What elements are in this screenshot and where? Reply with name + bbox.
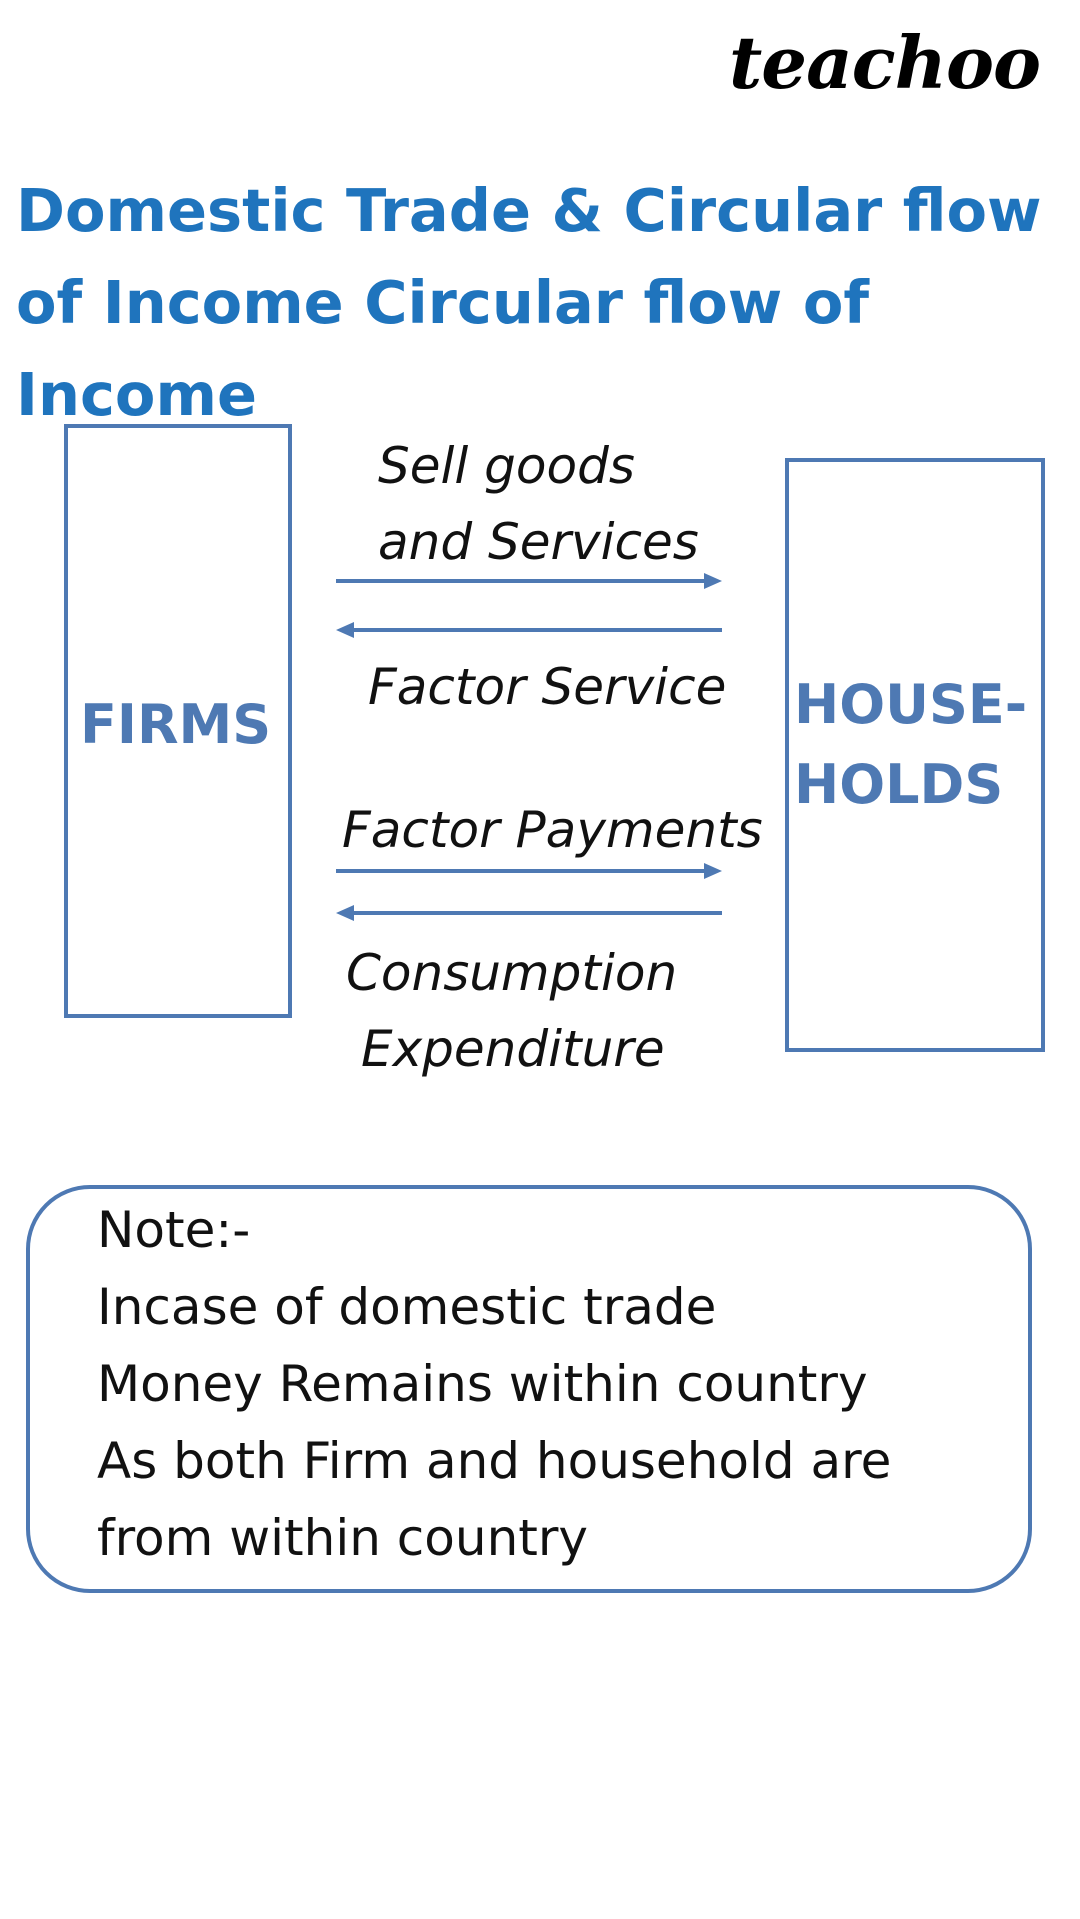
households-box (785, 458, 1045, 1052)
consumption-line-2: Expenditure (361, 1020, 665, 1078)
sell-goods-line-2: and Services (378, 513, 699, 571)
households-label-line-1: HOUSE- (794, 673, 1028, 736)
factor-payments-label: Factor Payments (342, 801, 763, 859)
sell-goods-line-1: Sell goods (378, 437, 635, 495)
note-text: Note:- Incase of domestic trade Money Re… (97, 1192, 891, 1577)
page-title: Domestic Trade & Circular flow of Income… (16, 176, 1042, 429)
arrowhead-goods (704, 573, 722, 589)
factor-service-label: Factor Service (368, 658, 727, 716)
note-line-4: from within country (97, 1509, 589, 1567)
households-label: HOUSE- HOLDS (794, 665, 1027, 825)
consumption-expenditure-label: Consumption Expenditure (346, 935, 677, 1087)
teachoo-logo: teachoo (729, 20, 1041, 105)
note-line-3: As both Firm and household are (97, 1432, 892, 1490)
note-line-2: Money Remains within country (97, 1355, 868, 1413)
firms-box (64, 424, 292, 1018)
sell-goods-label: Sell goods and Services (378, 428, 699, 580)
firms-label: FIRMS (80, 693, 272, 756)
arrowhead-consumption (336, 905, 354, 921)
households-label-line-2: HOLDS (794, 753, 1004, 816)
note-line-1: Incase of domestic trade (97, 1278, 717, 1336)
consumption-line-1: Consumption (346, 944, 678, 1002)
arrowhead-factor-service (336, 622, 354, 638)
note-heading: Note:- (97, 1201, 251, 1259)
note-box (26, 1185, 1032, 1593)
